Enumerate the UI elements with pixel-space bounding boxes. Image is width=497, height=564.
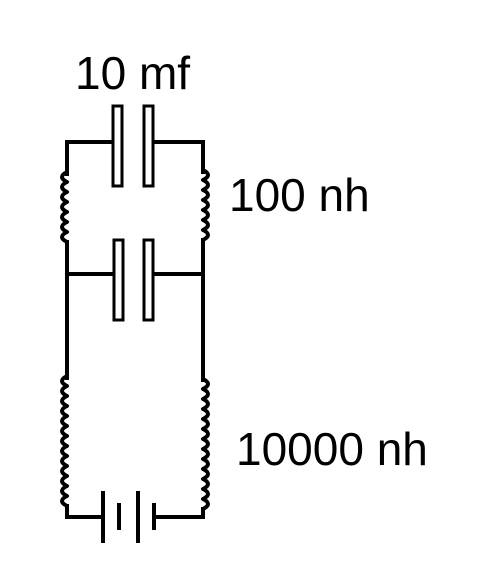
top-capacitor-left-plate [111,104,124,188]
middle-capacitor [65,238,205,382]
middle-capacitor-left-plate [112,238,125,322]
top-capacitor [65,104,205,188]
small-inductor-left [60,170,69,244]
battery-right-wire [155,507,205,519]
small-inductance-label: 100 nh [229,169,370,221]
top-capacitor-right-plate [142,104,155,188]
large-inductor-right [201,377,210,511]
small-inductor-pair [60,168,210,244]
top-capacitor-right-wire [151,140,205,174]
large-inductor-left [60,374,69,508]
top-capacitor-left-wire [65,140,117,176]
battery [65,491,205,543]
large-inductance-label: 10000 nh [236,423,428,475]
small-inductor-right [201,168,210,242]
battery-left-wire [65,504,103,519]
large-inductor-pair [60,374,210,511]
capacitance-label: 10 mf [75,47,190,99]
middle-capacitor-right-plate [142,238,155,322]
